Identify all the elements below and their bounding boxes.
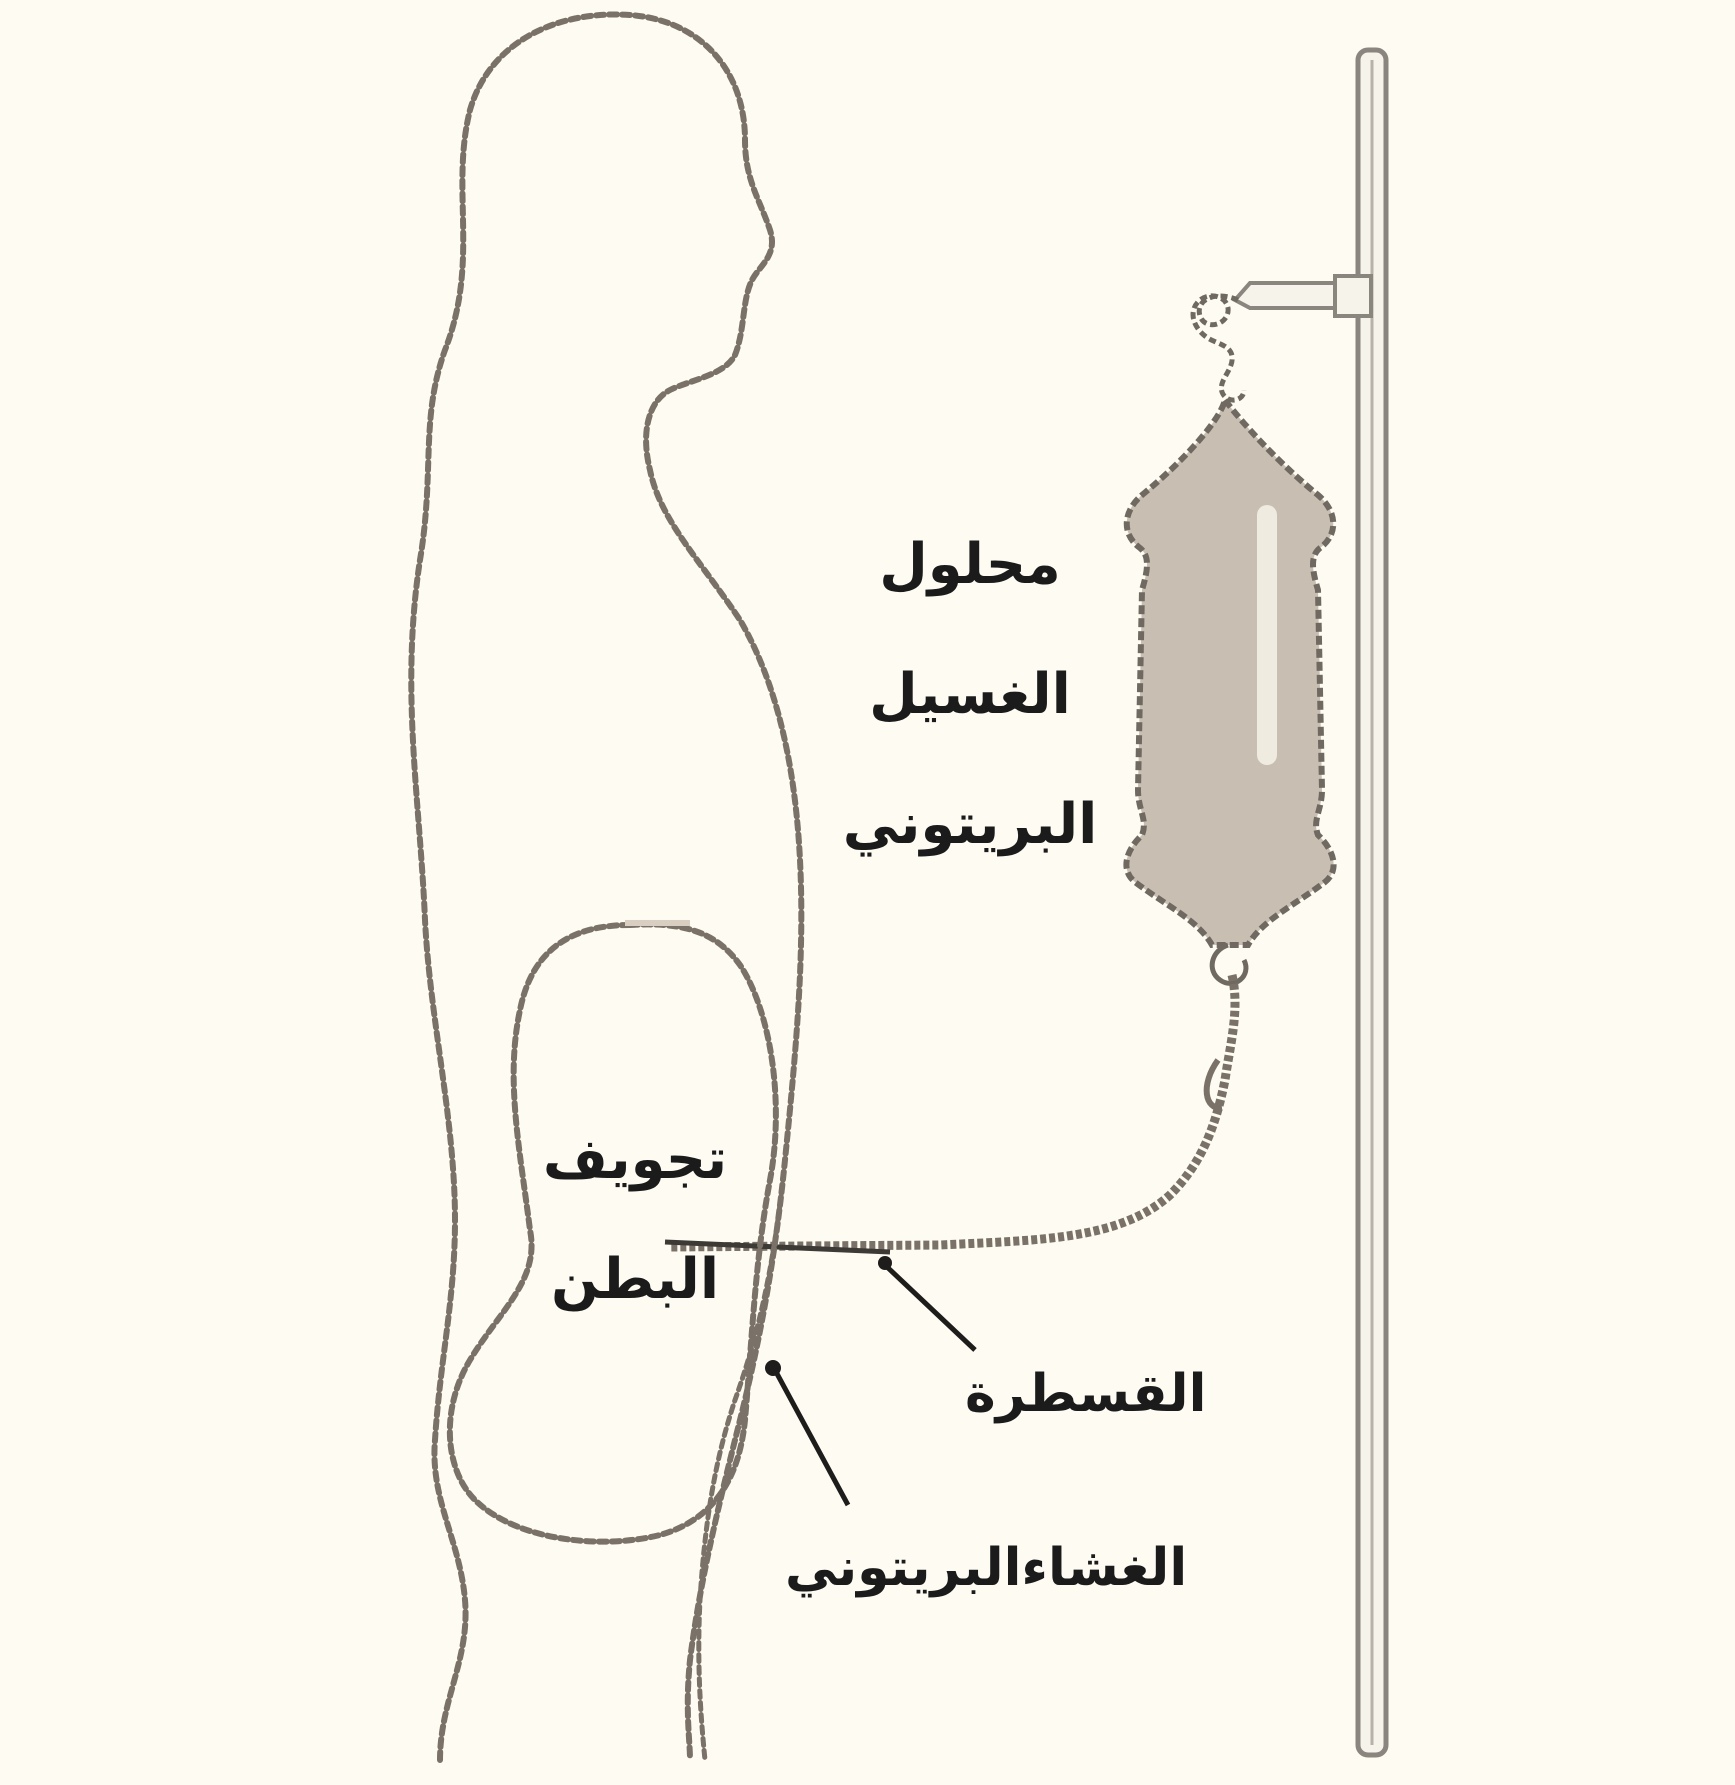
hanger-hook bbox=[1193, 276, 1371, 400]
catheter-pointer bbox=[878, 1256, 975, 1350]
cavity-label-line-2: البطن bbox=[525, 1220, 745, 1340]
drain-tube bbox=[670, 975, 1235, 1247]
solution-label: محلول الغسيل البريتوني bbox=[840, 500, 1100, 890]
solution-label-line-3: البريتوني bbox=[840, 760, 1100, 890]
catheter-label: القسطرة bbox=[965, 1368, 1206, 1420]
solution-label-line-1: محلول bbox=[840, 500, 1100, 630]
cavity-label: تجويف البطن bbox=[525, 1100, 745, 1340]
membrane-pointer bbox=[765, 1360, 848, 1505]
dialysis-bag bbox=[1126, 400, 1333, 983]
solution-label-line-2: الغسيل bbox=[840, 630, 1100, 760]
cavity-label-line-1: تجويف bbox=[525, 1100, 745, 1220]
membrane-label: الغشاءالبريتوني bbox=[785, 1542, 1187, 1594]
